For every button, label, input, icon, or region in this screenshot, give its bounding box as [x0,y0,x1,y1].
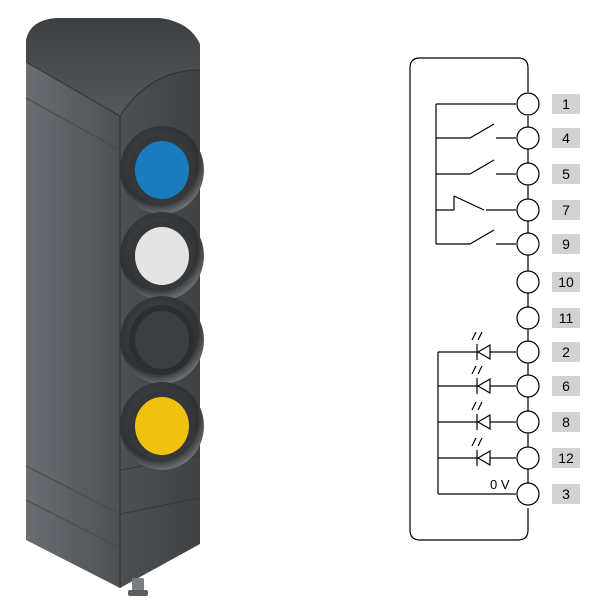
wiring-diagram [409,57,529,541]
pin-label-box [552,484,580,504]
pin-label: 4 [562,130,570,146]
contact-pin-4 [436,123,516,139]
pin-label-box [552,94,580,114]
terminal-block: 1 4 5 7 9 10 11 [490,92,580,506]
terminal-pin-5: 5 [516,162,580,186]
pin-label-box [552,128,580,148]
pin-label: 1 [562,96,570,112]
terminal-pin-8: 8 [516,410,580,434]
pin-label-box [552,308,580,328]
terminal-pin-2: 2 [516,340,580,364]
push-buttons [120,126,204,470]
pin-label: 12 [558,450,574,466]
pin-label: 10 [558,274,574,290]
led-pin-8 [438,401,516,431]
led-pin-6 [438,365,516,395]
blue-push-button[interactable] [120,126,204,214]
pin-label-box [552,272,580,292]
enclosure-outline [409,57,529,541]
pin-label-box [552,234,580,254]
pin-label: 2 [562,344,570,360]
led-pin-12 [438,437,516,467]
pin-label-box [552,376,580,396]
terminal-pin-11: 11 [516,306,580,330]
terminal-pin-1: 1 [516,92,580,116]
pin-label: 11 [559,310,574,326]
yellow-push-button[interactable] [120,382,204,470]
terminal-pin-10: 10 [516,270,580,294]
housing-front [26,62,120,588]
pin-label-box [552,448,580,468]
terminal-pin-12: 12 [516,446,580,470]
contact-pin-7-changeover [436,195,516,211]
pin-label: 3 [562,486,570,502]
pin-label-box [552,412,580,432]
terminal-pin-6: 6 [516,374,580,398]
white-push-button[interactable] [120,212,204,300]
pin-label: 5 [562,166,570,182]
pin-label-box [552,200,580,220]
pin-label-box [552,342,580,362]
led-pin-2 [438,331,516,361]
black-push-button[interactable] [120,296,204,384]
contact-pin-9 [436,229,516,245]
pin-label: 8 [562,414,570,430]
terminal-pin-4: 4 [516,126,580,150]
terminal-pin-7: 7 [516,198,580,222]
pin-label: 7 [562,202,570,218]
pin-label: 6 [562,378,570,394]
contact-pin-5 [436,159,516,175]
housing-top [26,18,200,116]
terminal-pin-9: 9 [516,232,580,256]
pin-label: 9 [562,236,570,252]
pin-label-box [552,164,580,184]
terminal-pin-3: 3 [516,482,580,506]
zero-volt-label: 0 V [490,477,510,492]
